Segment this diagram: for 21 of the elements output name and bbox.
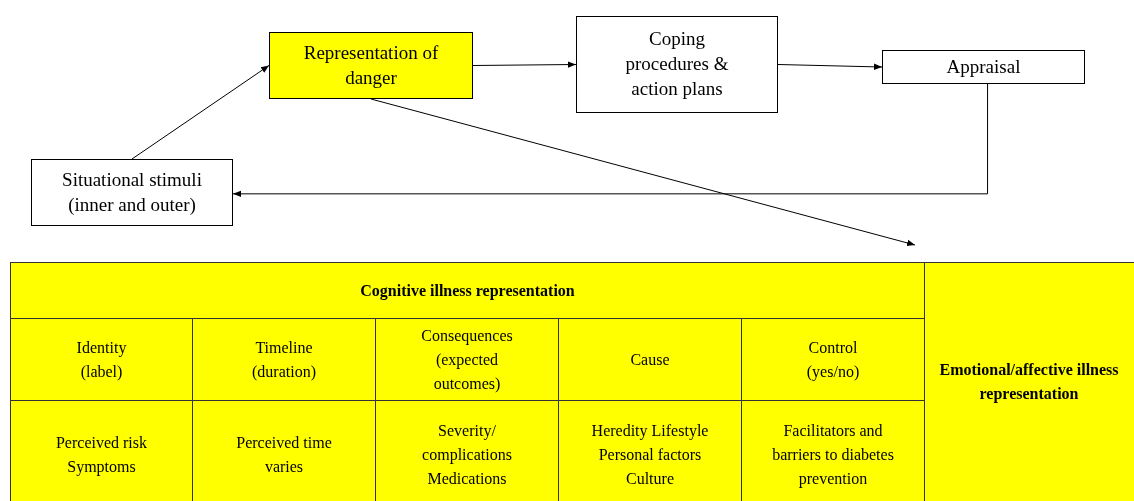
process-box: Appraisal xyxy=(882,50,1085,84)
process-box: Situational stimuli (inner and outer) xyxy=(31,159,233,226)
table-cell-text: Control (yes/no) xyxy=(805,337,861,383)
table-cell-text: Severity/ complications Medications xyxy=(421,421,513,489)
arrow xyxy=(472,61,577,68)
arrow xyxy=(131,65,270,160)
table-cell-text: Heredity Lifestyle Personal factors Culture xyxy=(590,421,710,489)
table-cell-text: Timeline (duration) xyxy=(251,337,317,383)
table-cell-text: Facilitators and barriers to diabetes prevention xyxy=(771,421,895,490)
process-box: Representation of danger xyxy=(269,32,473,99)
table-header: Cognitive illness representation xyxy=(360,280,575,302)
table-cell-text: Cause xyxy=(630,349,670,370)
arrow xyxy=(232,83,989,198)
table-cell-text: Identity (label) xyxy=(75,337,128,383)
arrow xyxy=(777,63,883,70)
table-cell-text: Perceived time varies xyxy=(235,433,333,477)
arrow xyxy=(370,98,916,246)
table-header: Emotional/affective illness representation xyxy=(938,359,1120,405)
process-box: Coping procedures & action plans xyxy=(576,16,778,113)
table-cell-text: Consequences (expected outcomes) xyxy=(420,325,514,395)
table-cell-text: Perceived risk Symptoms xyxy=(54,433,149,478)
